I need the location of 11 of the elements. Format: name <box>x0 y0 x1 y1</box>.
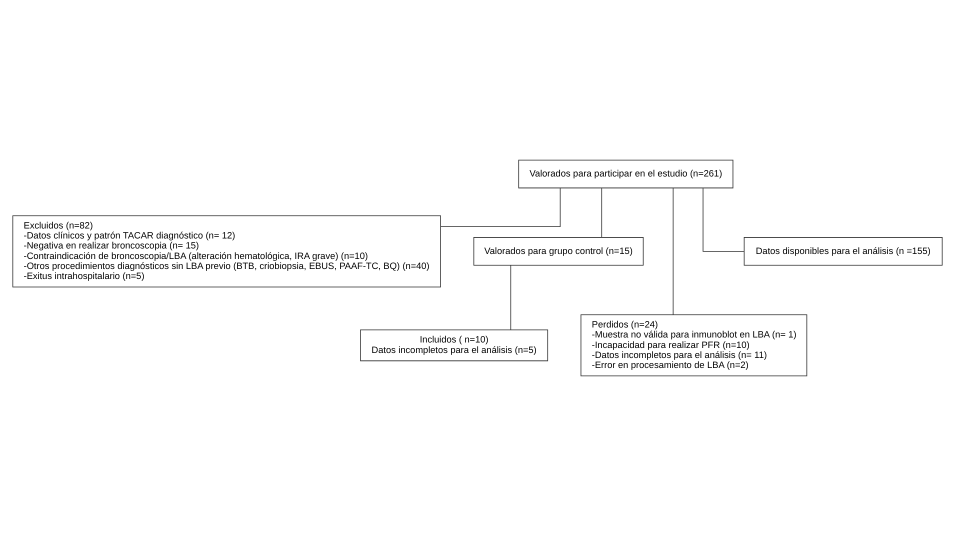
node-box: Datos disponibles para el análisis (n =155) <box>744 236 943 266</box>
node-box: Perdidos (n=24) -Muestra no válida para inmunoblot en LBA (n= 1) -Incapacidad para realizar PFR (n=10) -Datos incompletos para el análisis (n= 11) -Error en procesamiento de LBA (n=2) <box>580 314 808 376</box>
connector <box>510 264 512 330</box>
node-box: Valorados para participar en el estudio (n=261) <box>518 159 734 188</box>
connector <box>440 187 561 226</box>
connector <box>601 187 602 238</box>
node-box: Excluidos (n=82) -Datos clínicos y patrón TACAR diagnóstico (n= 12) -Negativa en realizar broncoscopia (n= 15) -Contraindicación de broncoscopia/LBA (alteración hematológica, IRA grave) (n=10) -Otros procedimientos diagnósticos sin LBA previo (BTB, criobiopsia, EBUS, PAAF-TC, BQ) (n=40) -Exitus intrahospitalario (n=5) <box>12 214 441 287</box>
node-box: Valorados para grupo control (n=15) <box>473 236 644 266</box>
connector <box>702 187 744 252</box>
connector <box>672 187 674 314</box>
node-box: Incluidos ( n=10) Datos incompletos para el análisis (n=5) <box>360 329 548 361</box>
